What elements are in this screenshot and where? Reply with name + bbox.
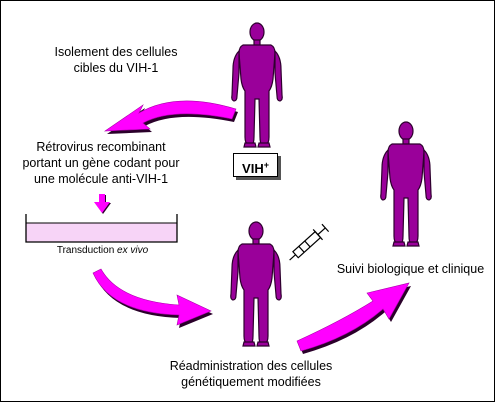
hiv-positive-badge: VIH+ xyxy=(233,153,278,177)
petri-dish xyxy=(25,214,178,243)
down-arrow-dish xyxy=(94,194,111,214)
label-retrovirus: Rétrovirus recombinant portant un gène c… xyxy=(22,140,180,186)
syringe-icon xyxy=(289,223,330,261)
label-transduction: Transduction ex vivo xyxy=(56,245,149,256)
human-figure-followup xyxy=(380,121,432,247)
human-figure-recipient xyxy=(230,221,282,347)
label-readministration: Réadministration des cellules génétiquem… xyxy=(169,359,333,389)
label-suivi: Suivi biologique et clinique xyxy=(336,262,485,276)
label-isolation: Isolement des cellules cibles du VIH-1 xyxy=(54,45,178,75)
curved-arrow-isolation xyxy=(103,100,238,134)
curved-arrow-transduction xyxy=(92,268,213,328)
curved-arrow-readministration xyxy=(296,282,411,354)
human-figure-donor xyxy=(231,22,283,148)
